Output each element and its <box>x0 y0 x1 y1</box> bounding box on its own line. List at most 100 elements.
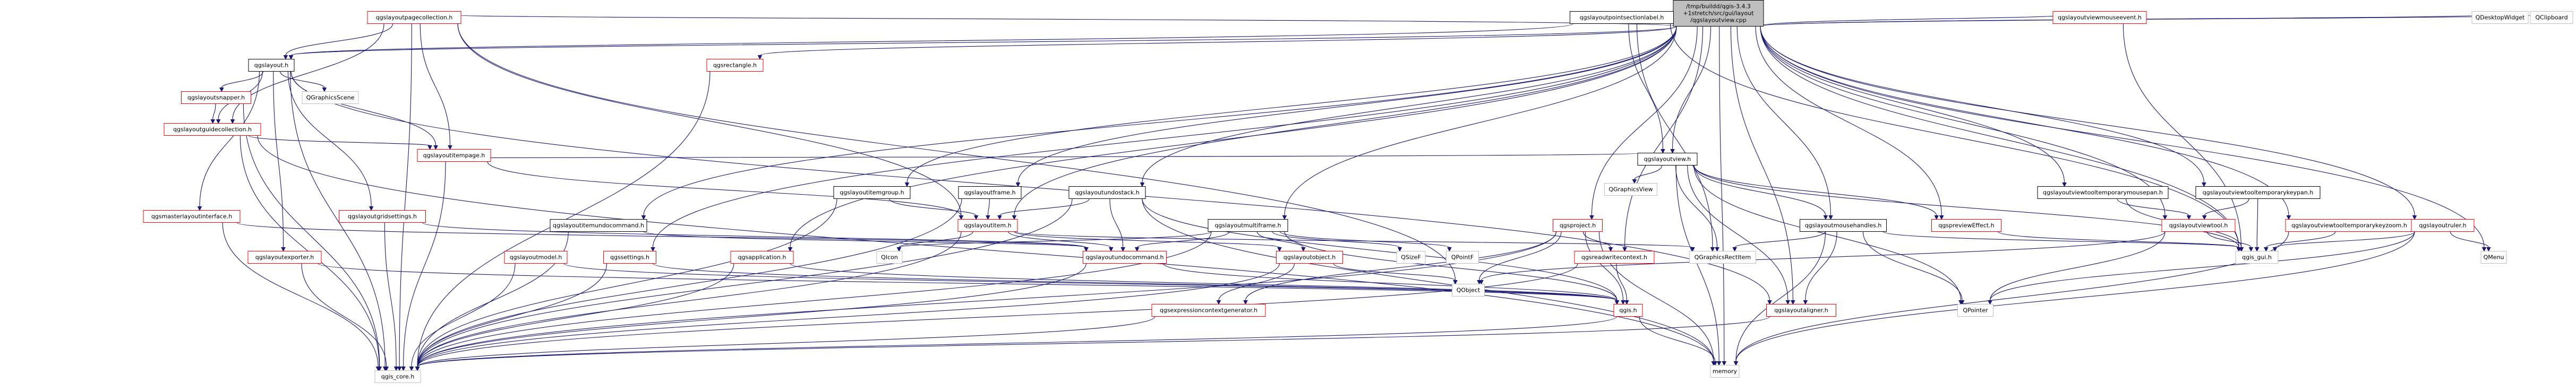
node-label: qgslayoutviewtooltemporarykeyzoom.h <box>2291 222 2407 229</box>
node-qgslayoutexporter[interactable]: qgslayoutexporter.h <box>247 251 322 264</box>
edge-qgis-to-memory <box>1639 316 1716 362</box>
edge-qgslayoutviewtooltemporarykeypan-to-qgslayoutviewtool <box>2204 198 2249 216</box>
node-qdesktopwidget: QDesktopWidget <box>2471 11 2529 24</box>
edge-arrowhead <box>788 247 793 252</box>
node-qgsmasterlayoutinterface[interactable]: qgsmasterlayoutinterface.h <box>143 210 241 223</box>
node-memory: memory <box>1710 365 1740 378</box>
node-box <box>1710 365 1740 378</box>
node-qgslayoutmodel[interactable]: qgslayoutmodel.h <box>504 251 568 264</box>
node-box <box>1613 304 1643 317</box>
node-qgsexpressioncontextgenerator[interactable]: qgsexpressioncontextgenerator.h <box>1151 304 1266 317</box>
node-qgis[interactable]: qgis.h <box>1613 304 1643 317</box>
edge-arrowhead <box>1733 361 1739 366</box>
node-qgslayoutmousehandles[interactable]: qgslayoutmousehandles.h <box>1800 219 1887 232</box>
edge-root-to-qgslayoutpagecollection <box>457 14 1677 27</box>
node-box <box>1570 11 1674 24</box>
node-qgsrectangle[interactable]: qgsrectangle.h <box>706 59 764 72</box>
edge-qgslayoutitem-to-qgraphicsrectitem <box>1014 231 1693 248</box>
node-label: qgslayout.h <box>254 62 289 69</box>
node-qgslayoutaligner[interactable]: qgslayoutaligner.h <box>1766 304 1836 317</box>
node-qgslayoutundostack[interactable]: qgslayoutundostack.h <box>1068 186 1146 199</box>
edge-arrowhead <box>1716 361 1722 366</box>
node-qgslayoutitemgroup[interactable]: qgslayoutitemgroup.h <box>833 186 911 199</box>
edge-qgslayoutviewtool-to-qpointer <box>1989 231 2166 301</box>
node-label: qgslayoutitem.h <box>964 222 1011 229</box>
node-qgsproject[interactable]: qgsproject.h <box>1553 219 1603 232</box>
node-root[interactable]: /tmp/buildd/qgis-3.4.3+1stretch/src/gui/… <box>1673 0 1764 27</box>
node-box <box>1931 219 2001 232</box>
edge-arrowhead <box>1447 247 1452 252</box>
edge-qgslayoutitemgroup-to-qgis_core <box>417 198 837 367</box>
edge-arrowhead <box>2272 247 2278 252</box>
node-qgsreadwritecontext[interactable]: qgsreadwritecontext.h <box>1574 251 1655 264</box>
node-label: qgslayoutpointsectionlabel.h <box>1580 14 1664 21</box>
edge-qgslayoutmousehandles-to-qgis_gui <box>1882 231 2239 248</box>
node-qgslayoutitemundocommand[interactable]: qgslayoutitemundocommand.h <box>550 219 647 232</box>
edge-qgslayout-to-qgslayoutgridsettings <box>287 71 372 207</box>
node-qgslayoutframe[interactable]: qgslayoutframe.h <box>958 186 1022 199</box>
edge-arrowhead <box>1621 300 1625 305</box>
edge-arrowhead <box>896 247 902 252</box>
node-qgslayoutviewtooltemporarymousepan[interactable]: qgslayoutviewtooltemporarymousepan.h <box>2037 186 2169 199</box>
edge-arrowhead <box>1608 247 1613 252</box>
node-qgslayoutgridsettings[interactable]: qgslayoutgridsettings.h <box>339 210 426 223</box>
edge-arrowhead <box>1243 300 1248 305</box>
node-label: qgslayoutaligner.h <box>1774 307 1828 314</box>
node-box <box>1957 304 1993 317</box>
edge-qgslayoutpagecollection-to-qgis_core <box>399 23 412 367</box>
node-qgssettings[interactable]: qgssettings.h <box>603 251 656 264</box>
edge-arrowhead <box>651 247 655 252</box>
node-qgslayoutsnapper[interactable]: qgslayoutsnapper.h <box>181 91 251 104</box>
node-qgslayoutitem[interactable]: qgslayoutitem.h <box>957 219 1018 232</box>
node-box <box>958 186 1022 199</box>
node-label: qgslayoutgridsettings.h <box>348 213 417 220</box>
edge-arrowhead <box>219 88 224 92</box>
edge-qgslayoutviewtool-to-qobject <box>1480 231 2166 281</box>
node-label: qgssettings.h <box>610 254 649 261</box>
node-qgslayoutviewtooltemporarykeypan[interactable]: qgslayoutviewtooltemporarykeypan.h <box>2195 186 2321 199</box>
edge-qgslayoutviewtooltemporarykeypan-to-qgis_gui <box>2256 198 2258 248</box>
edge-root-to-qgslayoutitemgroup <box>906 26 1677 183</box>
edge-arrowhead <box>1632 179 1637 184</box>
node-box <box>2471 11 2529 24</box>
edge-root-to-qgslayoutundostack <box>1142 26 1677 183</box>
node-qgsapplication[interactable]: qgsapplication.h <box>730 251 794 264</box>
node-qgslayoutviewmouseevent[interactable]: qgslayoutviewmouseevent.h <box>2052 11 2147 24</box>
node-qgraphicsscene: QGraphicsScene <box>302 91 359 104</box>
edge-root-to-qgssettings <box>652 26 1677 248</box>
edge-arrowhead <box>197 206 202 211</box>
node-qgslayoutundocommand[interactable]: qgslayoutundocommand.h <box>1083 251 1167 264</box>
edge-qgsproject-to-qobject <box>1479 231 1562 281</box>
edge-qgslayoutpagecollection-to-qobject <box>457 23 1456 281</box>
edge-qgsapplication-to-qgis_core <box>417 263 734 367</box>
node-label: qgslayoutexporter.h <box>255 254 314 261</box>
node-qgslayoutpointsectionlabel[interactable]: qgslayoutpointsectionlabel.h <box>1570 11 1674 24</box>
edge-qgsreadwritecontext-to-qgis_core <box>417 263 1578 367</box>
node-qgslayoutpagecollection[interactable]: qgslayoutpagecollection.h <box>367 11 461 24</box>
edge-arrowhead <box>1661 149 1665 154</box>
node-label: qgslayoutitemgroup.h <box>840 189 904 196</box>
edge-arrowhead <box>369 206 374 211</box>
node-qgslayout[interactable]: qgslayout.h <box>248 59 295 72</box>
edge-arrowhead <box>1828 215 1833 220</box>
node-qgslayoutitempage[interactable]: qgslayoutitempage.h <box>417 149 491 162</box>
edge-qgslayoutitem-to-qgslayoutobject <box>1014 231 1280 248</box>
node-box <box>550 219 647 232</box>
node-qgslayoutmultiframe[interactable]: qgslayoutmultiframe.h <box>1208 219 1288 232</box>
edge-qgslayoutitemgroup-to-qgslayoutitem <box>889 198 977 216</box>
node-label: qgslayoutviewmouseevent.h <box>2058 14 2142 21</box>
edge-root-to-qgslayoutview <box>1672 26 1711 150</box>
node-qgslayoutobject[interactable]: qgslayoutobject.h <box>1276 251 1343 264</box>
edge-qgslayoutframe-to-qgis_core <box>417 198 962 367</box>
node-label: qgsproject.h <box>1560 222 1596 229</box>
node-qgslayoutguidecollection[interactable]: qgslayoutguidecollection.h <box>164 123 261 136</box>
node-box <box>1396 251 1426 264</box>
node-label: qgslayoutmultiframe.h <box>1214 222 1281 229</box>
node-qgslayoutruler[interactable]: qgslayoutruler.h <box>2411 219 2475 232</box>
node-qgslayoutviewtooltemporarykeyzoom[interactable]: qgslayoutviewtooltemporarykeyzoom.h <box>2285 219 2414 232</box>
node-qgslayoutviewtool[interactable]: qgslayoutviewtool.h <box>2161 219 2236 232</box>
edge-qgslayoutpagecollection-to-qgslayoutitempage <box>420 23 451 146</box>
node-qgspreviewquad[interactable]: qgspreviewEffect.h <box>1931 219 2001 232</box>
node-qgslayoutview[interactable]: qgslayoutview.h <box>1637 153 1698 165</box>
node-box <box>248 59 295 72</box>
